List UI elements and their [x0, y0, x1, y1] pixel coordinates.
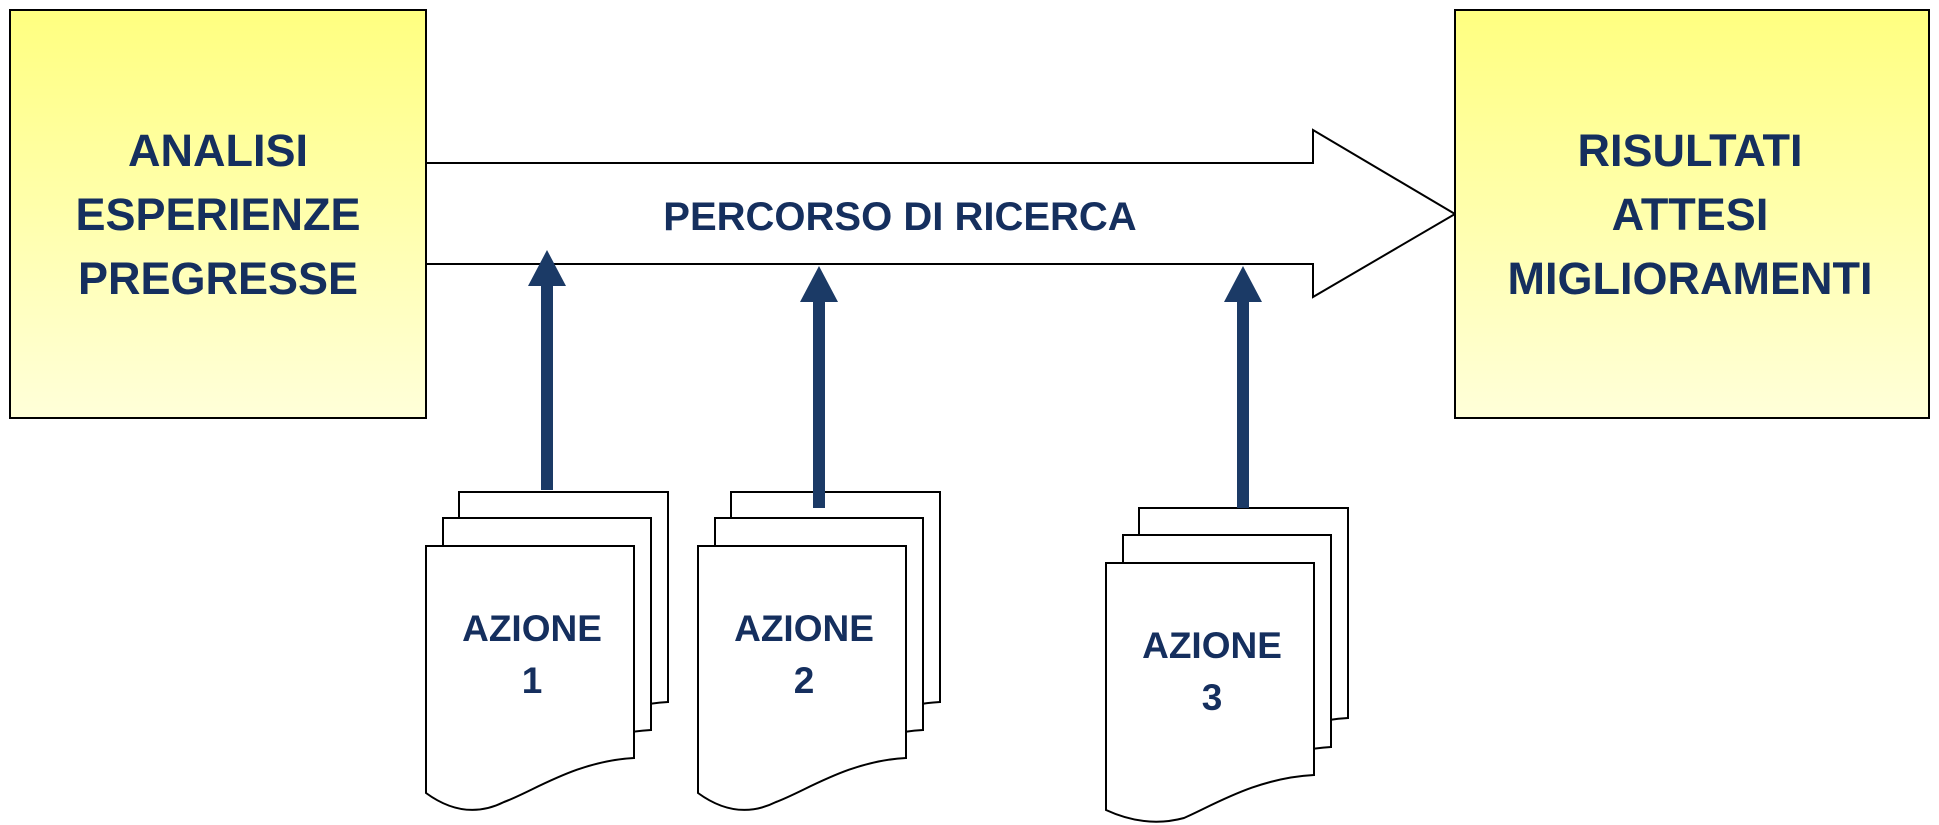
start-box-line-1: ANALISI: [128, 125, 308, 176]
end-box-line-3: MIGLIORAMENTI: [1508, 253, 1873, 304]
action-1-document-front: [425, 545, 635, 811]
action-3-up-arrow: [1224, 266, 1262, 508]
end-box-rect: [1454, 9, 1930, 419]
end-box-line-2: ATTESI: [1612, 189, 1769, 240]
start-box-line-3: PREGRESSE: [78, 253, 358, 304]
action-2: AZIONE 2: [697, 266, 941, 811]
action-3-label-line-1: AZIONE: [1142, 625, 1282, 666]
action-1: AZIONE 1: [425, 250, 669, 811]
main-arrow: PERCORSO DI RICERCA: [426, 128, 1457, 299]
start-box-rect: [9, 9, 427, 419]
action-2-document-front: [697, 545, 907, 811]
end-box: RISULTATI ATTESI MIGLIORAMENTI: [1454, 9, 1930, 419]
end-box-line-1: RISULTATI: [1578, 125, 1803, 176]
action-1-label-line-1: AZIONE: [462, 608, 602, 649]
start-box-line-2: ESPERIENZE: [75, 189, 360, 240]
main-arrow-label: PERCORSO DI RICERCA: [663, 195, 1136, 239]
action-3: AZIONE 3: [1105, 266, 1349, 823]
action-3-label-line-2: 3: [1202, 677, 1223, 718]
action-1-up-arrow: [528, 250, 566, 490]
action-3-document-front: [1105, 562, 1315, 823]
action-1-label-line-2: 1: [522, 660, 543, 701]
action-2-label-line-1: AZIONE: [734, 608, 874, 649]
action-2-label-line-2: 2: [794, 660, 815, 701]
start-box: ANALISI ESPERIENZE PREGRESSE: [9, 9, 427, 419]
action-2-up-arrow: [800, 266, 838, 508]
